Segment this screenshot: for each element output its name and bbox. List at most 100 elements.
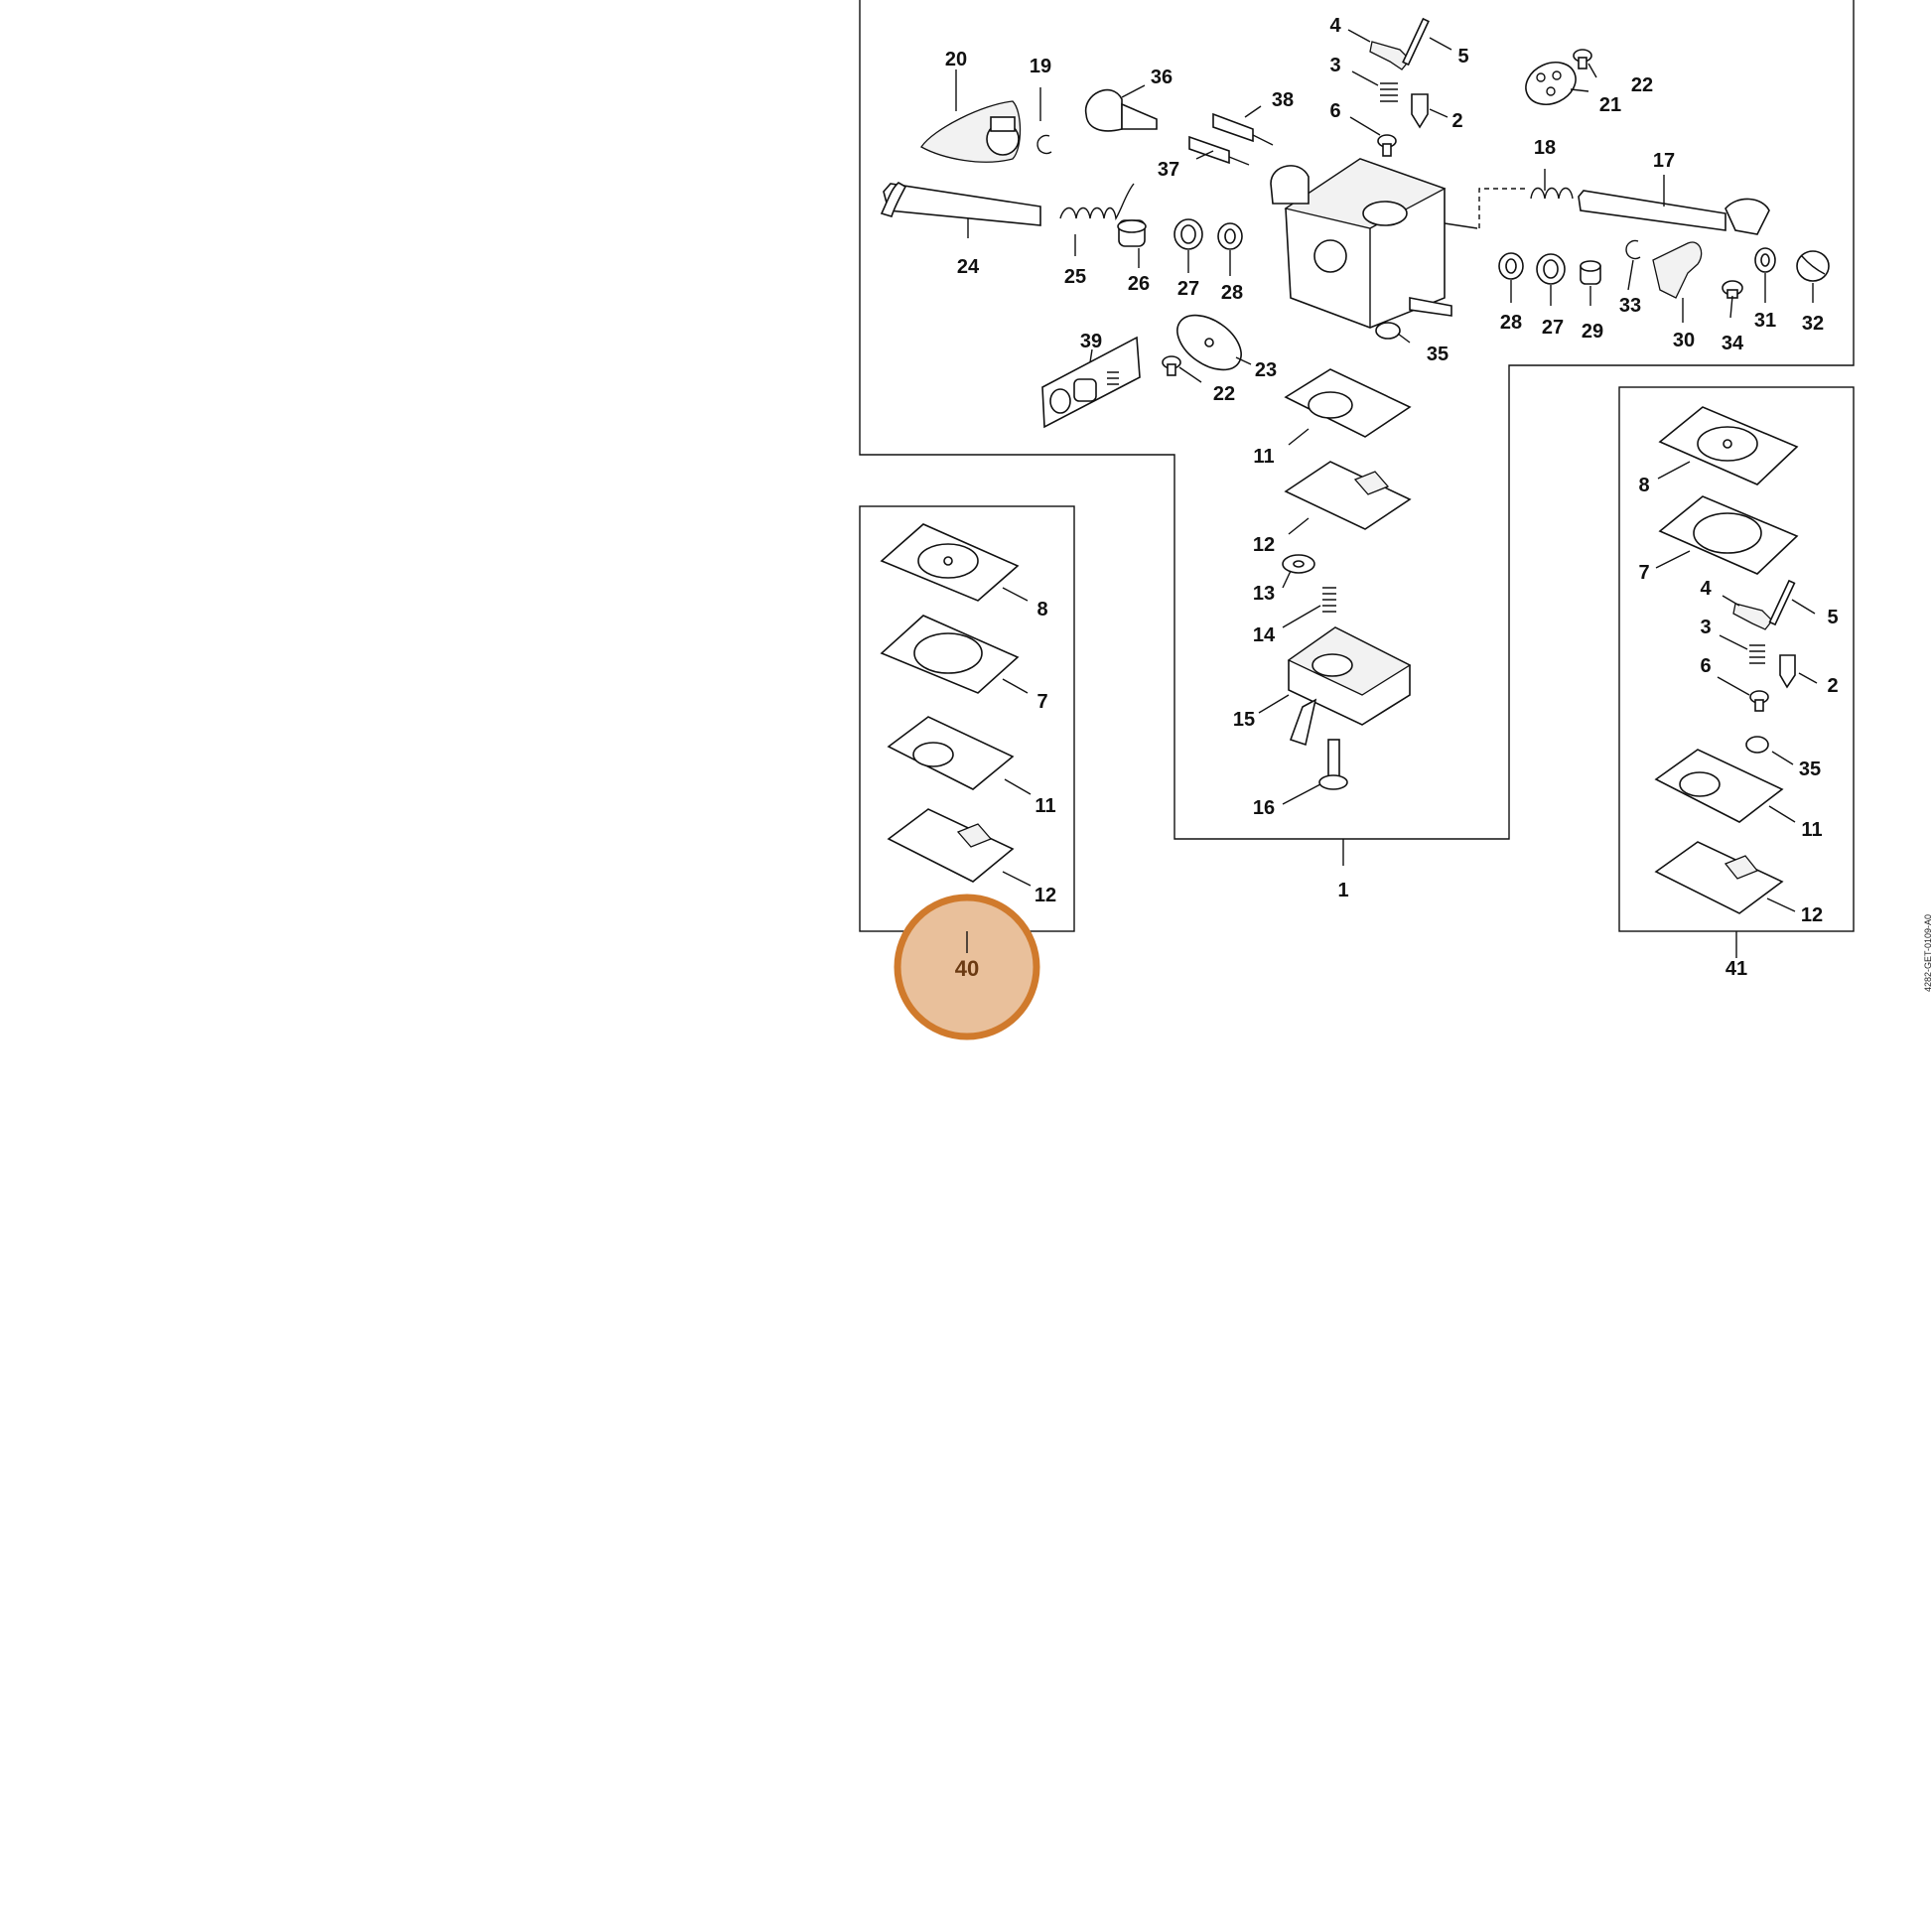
- gasket-7b-part: [1658, 495, 1799, 575]
- callout-34[interactable]: 34: [1722, 333, 1744, 354]
- callout-21[interactable]: 21: [1599, 94, 1621, 116]
- callout-35-kit41[interactable]: 35: [1799, 759, 1821, 780]
- callout-38[interactable]: 38: [1272, 89, 1294, 111]
- cap-32-part: [1796, 250, 1830, 282]
- callout-20[interactable]: 20: [945, 49, 967, 70]
- diaphragm-8a-part: [880, 523, 1020, 602]
- lever-4-part: [1369, 41, 1411, 70]
- plug-35a-part: [1375, 322, 1401, 340]
- callout-18[interactable]: 18: [1534, 137, 1556, 159]
- screw-6b-part: [1749, 690, 1769, 712]
- screw-16-part: [1318, 739, 1348, 790]
- callout-2-kit41[interactable]: 2: [1827, 675, 1838, 697]
- gasket-11a-part: [1284, 368, 1412, 438]
- callout-3-kit41[interactable]: 3: [1700, 617, 1711, 638]
- callout-12-main[interactable]: 12: [1253, 534, 1275, 556]
- nozzle-kit-39-part: [1041, 336, 1141, 429]
- callout-28-right[interactable]: 28: [1500, 312, 1522, 334]
- callout-11-kit40[interactable]: 11: [1035, 795, 1055, 817]
- bushing-29-part: [1580, 260, 1601, 285]
- callout-13[interactable]: 13: [1253, 583, 1275, 605]
- callout-7-kit40[interactable]: 7: [1036, 691, 1047, 713]
- callout-31[interactable]: 31: [1754, 310, 1776, 332]
- callout-11-main[interactable]: 11: [1253, 446, 1274, 468]
- leader-lines: [955, 29, 1818, 961]
- callout-39[interactable]: 39: [1080, 331, 1102, 352]
- callout-17[interactable]: 17: [1653, 150, 1675, 172]
- callout-12-kit41[interactable]: 12: [1801, 904, 1823, 926]
- callout-41[interactable]: 41: [1725, 958, 1747, 980]
- callout-14[interactable]: 14: [1253, 624, 1276, 646]
- cap-36-part: [1085, 88, 1158, 132]
- shaft-17-part: [1578, 190, 1770, 235]
- callout-24[interactable]: 24: [957, 256, 980, 278]
- diaphragm-23-part: [1176, 314, 1242, 371]
- callout-35-main[interactable]: 35: [1427, 344, 1449, 365]
- callout-26[interactable]: 26: [1128, 273, 1150, 295]
- diagram-code: 4282-GET-0109-A0: [1923, 914, 1932, 992]
- callout-12-kit40[interactable]: 12: [1035, 885, 1056, 906]
- spring-3-part: [1380, 82, 1398, 102]
- callout-30[interactable]: 30: [1673, 330, 1695, 351]
- callout-11-kit41[interactable]: 11: [1801, 819, 1822, 841]
- callout-1[interactable]: 1: [1337, 880, 1348, 901]
- gasket-12b-part: [887, 808, 1015, 883]
- callout-22-top[interactable]: 22: [1631, 74, 1653, 96]
- callout-8-kit41[interactable]: 8: [1638, 475, 1649, 496]
- callout-15[interactable]: 15: [1233, 709, 1255, 731]
- callout-23[interactable]: 23: [1255, 359, 1277, 381]
- pump-cover-21-part: [1525, 62, 1577, 105]
- screw-34-part: [1722, 280, 1743, 299]
- callout-29[interactable]: 29: [1582, 321, 1603, 343]
- gasket-11b-part: [887, 716, 1015, 790]
- callout-4-kit41[interactable]: 4: [1700, 578, 1712, 600]
- lever-30-part: [1652, 241, 1703, 299]
- shaft-part: [880, 182, 1041, 226]
- callout-3-top[interactable]: 3: [1329, 55, 1340, 76]
- gasket-12a-part: [1284, 461, 1412, 530]
- main-assembly-frame: [859, 0, 1855, 840]
- callout-5-kit41[interactable]: 5: [1827, 607, 1838, 628]
- gasket-12c-part: [1654, 841, 1784, 914]
- highlight-marker[interactable]: [894, 894, 1040, 1040]
- pin-5b-part: [1768, 579, 1796, 626]
- callout-25[interactable]: 25: [1064, 266, 1086, 288]
- adjusting-screw-37-part: [1188, 135, 1250, 166]
- gasket-11c-part: [1654, 749, 1784, 823]
- callout-22-left[interactable]: 22: [1213, 383, 1235, 405]
- callout-27-left[interactable]: 27: [1177, 278, 1199, 300]
- callout-33[interactable]: 33: [1619, 295, 1641, 317]
- callout-6-kit41[interactable]: 6: [1700, 655, 1711, 677]
- needle-2b-part: [1779, 654, 1796, 689]
- callout-16[interactable]: 16: [1253, 797, 1275, 819]
- screw-6-part: [1377, 134, 1397, 157]
- callout-27-right[interactable]: 27: [1542, 317, 1564, 339]
- plug-35b-part: [1745, 736, 1769, 754]
- spring-18-part: [1530, 187, 1574, 200]
- callout-6-top[interactable]: 6: [1329, 100, 1340, 122]
- screw-22a-part: [1573, 49, 1592, 69]
- callout-32[interactable]: 32: [1802, 313, 1824, 335]
- callout-19[interactable]: 19: [1030, 56, 1051, 77]
- callout-28-left[interactable]: 28: [1221, 282, 1243, 304]
- adjusting-screw-38-part: [1212, 112, 1274, 146]
- gasket-7a-part: [880, 615, 1020, 694]
- callout-labels: 20 19 36 38 37 4 5 3 2 6 21 22 18 17 24 …: [945, 15, 1839, 981]
- spring-3b-part: [1749, 644, 1765, 664]
- callout-7-kit41[interactable]: 7: [1638, 562, 1649, 584]
- callout-37[interactable]: 37: [1158, 159, 1179, 181]
- callout-8-kit40[interactable]: 8: [1036, 599, 1047, 621]
- callout-2-top[interactable]: 2: [1451, 110, 1462, 132]
- throttle-lever-part: [920, 100, 1022, 163]
- torsion-spring-part: [1059, 183, 1135, 221]
- circlip-part: [1036, 134, 1052, 155]
- pin-5-part: [1402, 17, 1430, 67]
- cover-15-part: [1287, 626, 1412, 747]
- callout-36[interactable]: 36: [1151, 67, 1173, 88]
- callout-5-top[interactable]: 5: [1457, 46, 1468, 68]
- callout-4-top[interactable]: 4: [1329, 15, 1341, 37]
- callout-40-highlighted[interactable]: 40: [955, 956, 979, 981]
- dashed-connector: [1478, 188, 1529, 228]
- needle-2-part: [1411, 93, 1429, 129]
